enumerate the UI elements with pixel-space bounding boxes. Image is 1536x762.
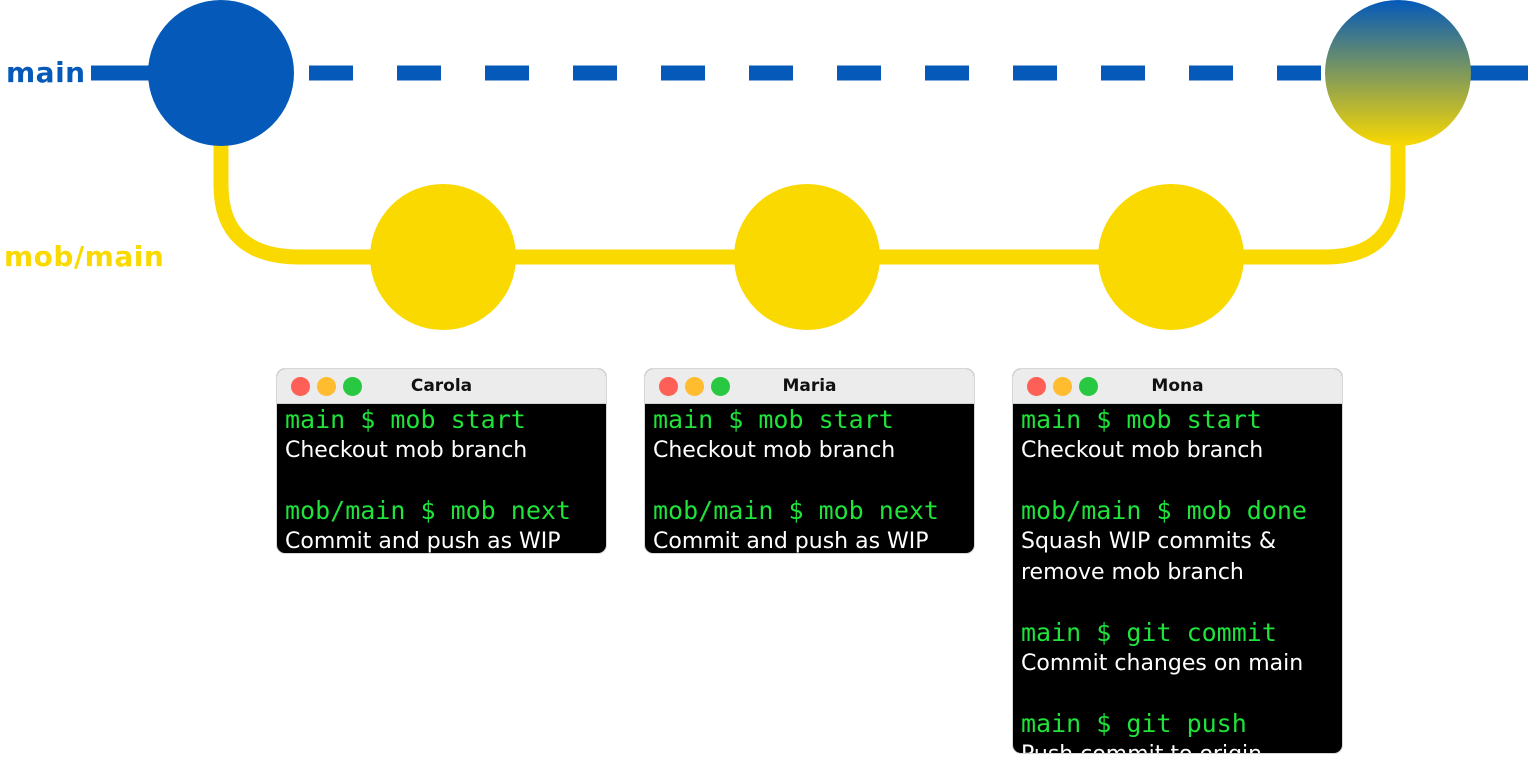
terminal-titlebar: Maria: [645, 369, 974, 404]
terminal-output: remove mob branch: [1021, 560, 1244, 585]
terminal-output: Checkout mob branch: [1021, 438, 1264, 463]
main-branch-label: main: [6, 56, 86, 89]
terminal-title: Maria: [782, 376, 837, 396]
main-merge-commit: [1325, 0, 1471, 146]
terminal-title: Carola: [410, 376, 473, 396]
terminal-command: main $ mob start: [653, 405, 894, 434]
minimize-dot-icon[interactable]: [317, 377, 336, 396]
close-dot-icon[interactable]: [659, 377, 678, 396]
close-dot-icon[interactable]: [291, 377, 310, 396]
terminal-title: Mona: [1151, 376, 1204, 396]
terminal-command: mob/main $ mob next: [653, 496, 939, 525]
close-dot-icon[interactable]: [1027, 377, 1046, 396]
terminal-titlebar: Carola: [277, 369, 606, 404]
mob-commit-mona: [1098, 184, 1244, 330]
terminal-command: mob/main $ mob done: [1021, 496, 1307, 525]
terminal-body: main $ mob start Checkout mob branch mob…: [1013, 405, 1342, 753]
terminal-window-carola: Carola main $ mob start Checkout mob bra…: [276, 368, 607, 554]
terminal-command: mob/main $ mob next: [285, 496, 571, 525]
terminal-output: Squash WIP commits &: [1021, 529, 1277, 554]
maximize-dot-icon[interactable]: [343, 377, 362, 396]
maximize-dot-icon[interactable]: [711, 377, 730, 396]
terminal-output: Push commit to origin: [1021, 739, 1342, 753]
terminal-window-maria: Maria main $ mob start Checkout mob bran…: [644, 368, 975, 554]
mob-branch-label: mob/main: [4, 240, 165, 273]
terminal-command: main $ git commit: [1021, 618, 1277, 647]
mob-commit-carola: [370, 184, 516, 330]
main-start-commit: [148, 0, 294, 146]
mob-commit-maria: [734, 184, 880, 330]
maximize-dot-icon[interactable]: [1079, 377, 1098, 396]
terminal-command: main $ mob start: [285, 405, 526, 434]
terminal-output: Commit and push as WIP: [653, 529, 929, 554]
terminal-output: Checkout mob branch: [653, 438, 896, 463]
terminal-command: main $ mob start: [1021, 405, 1262, 434]
terminal-output: Commit and push as WIP: [285, 529, 561, 554]
terminal-output: Commit changes on main: [1021, 651, 1304, 676]
terminal-body: main $ mob start Checkout mob branch mob…: [645, 405, 974, 554]
terminal-body: main $ mob start Checkout mob branch mob…: [277, 405, 606, 554]
minimize-dot-icon[interactable]: [685, 377, 704, 396]
terminal-window-mona: Mona main $ mob start Checkout mob branc…: [1012, 368, 1343, 754]
minimize-dot-icon[interactable]: [1053, 377, 1072, 396]
terminal-titlebar: Mona: [1013, 369, 1342, 404]
terminal-output: Checkout mob branch: [285, 438, 528, 463]
terminal-command: main $ git push: [1021, 709, 1247, 738]
